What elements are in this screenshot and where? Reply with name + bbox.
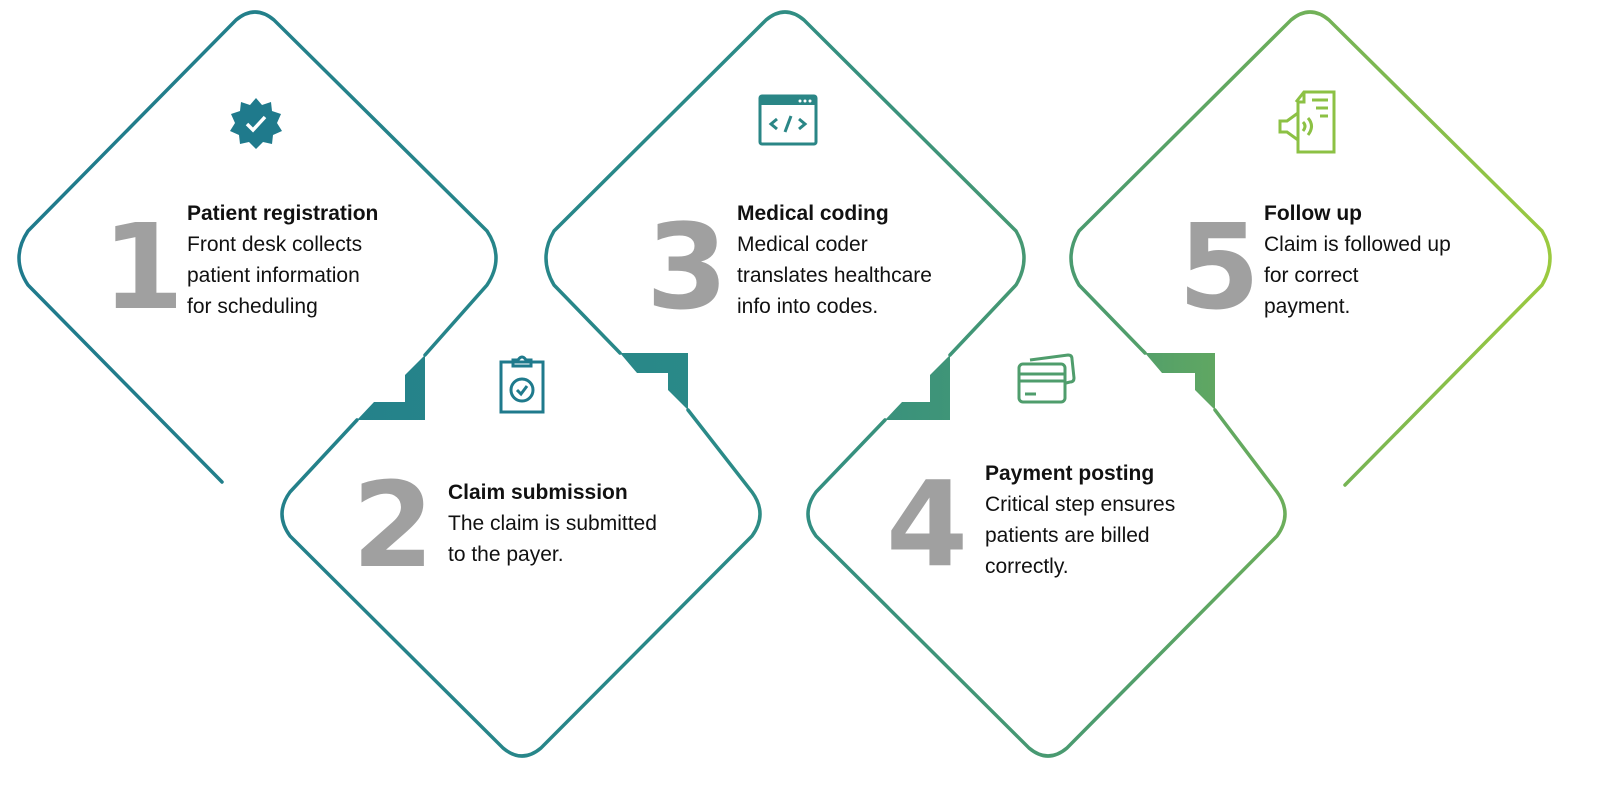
step-1-line: for scheduling (187, 295, 318, 318)
step-4-text: Payment posting Critical step ensures pa… (985, 458, 1175, 582)
document-speaker-icon (1278, 90, 1336, 154)
step-1-text: Patient registration Front desk collects… (187, 198, 378, 322)
step-5-text: Follow up Claim is followed up for corre… (1264, 198, 1451, 322)
step-5-line: Claim is followed up (1264, 233, 1451, 256)
step-2-number: 2 (352, 456, 435, 594)
step-3-line: Medical coder (737, 233, 868, 256)
diamond-3-outline (544, 10, 1026, 357)
step-1-number: 1 (102, 198, 185, 336)
diamond-4-outline (806, 408, 1287, 758)
step-4-line: patients are billed (985, 524, 1150, 547)
connector-step-3 (885, 355, 950, 420)
step-4-title: Payment posting (985, 462, 1155, 485)
step-5-line: for correct (1264, 264, 1359, 287)
step-5-title: Follow up (1264, 202, 1362, 225)
connector-step-4 (1145, 353, 1215, 410)
verified-badge-icon (230, 98, 282, 149)
clipboard-check-icon (499, 355, 545, 414)
credit-cards-icon (1017, 353, 1076, 404)
step-2-line: to the payer. (448, 543, 564, 566)
step-3-text: Medical coding Medical coder translates … (737, 198, 932, 322)
step-2-line: The claim is submitted (448, 512, 657, 535)
connector-step-2 (620, 353, 688, 410)
step-3-line: translates healthcare (737, 264, 932, 287)
connector-step-1 (357, 355, 425, 420)
step-1-line: patient information (187, 264, 360, 287)
step-3-number: 3 (646, 198, 729, 336)
code-window-icon (758, 94, 818, 146)
step-3-line: info into codes. (737, 295, 879, 318)
step-2-text: Claim submission The claim is submitted … (448, 477, 657, 570)
step-1-line: Front desk collects (187, 233, 363, 256)
step-4-number: 4 (886, 455, 969, 593)
step-3-title: Medical coding (737, 202, 889, 225)
diamond-2-outline (280, 408, 762, 758)
step-5-line: payment. (1264, 295, 1351, 318)
diamond-1-outline (17, 10, 498, 484)
step-1-title: Patient registration (187, 202, 379, 225)
step-4-line: Critical step ensures (985, 493, 1176, 516)
step-5-number: 5 (1178, 198, 1261, 336)
step-4-line: correctly. (985, 555, 1069, 578)
diamond-5-outline (1069, 10, 1552, 487)
step-2-title: Claim submission (448, 481, 628, 504)
